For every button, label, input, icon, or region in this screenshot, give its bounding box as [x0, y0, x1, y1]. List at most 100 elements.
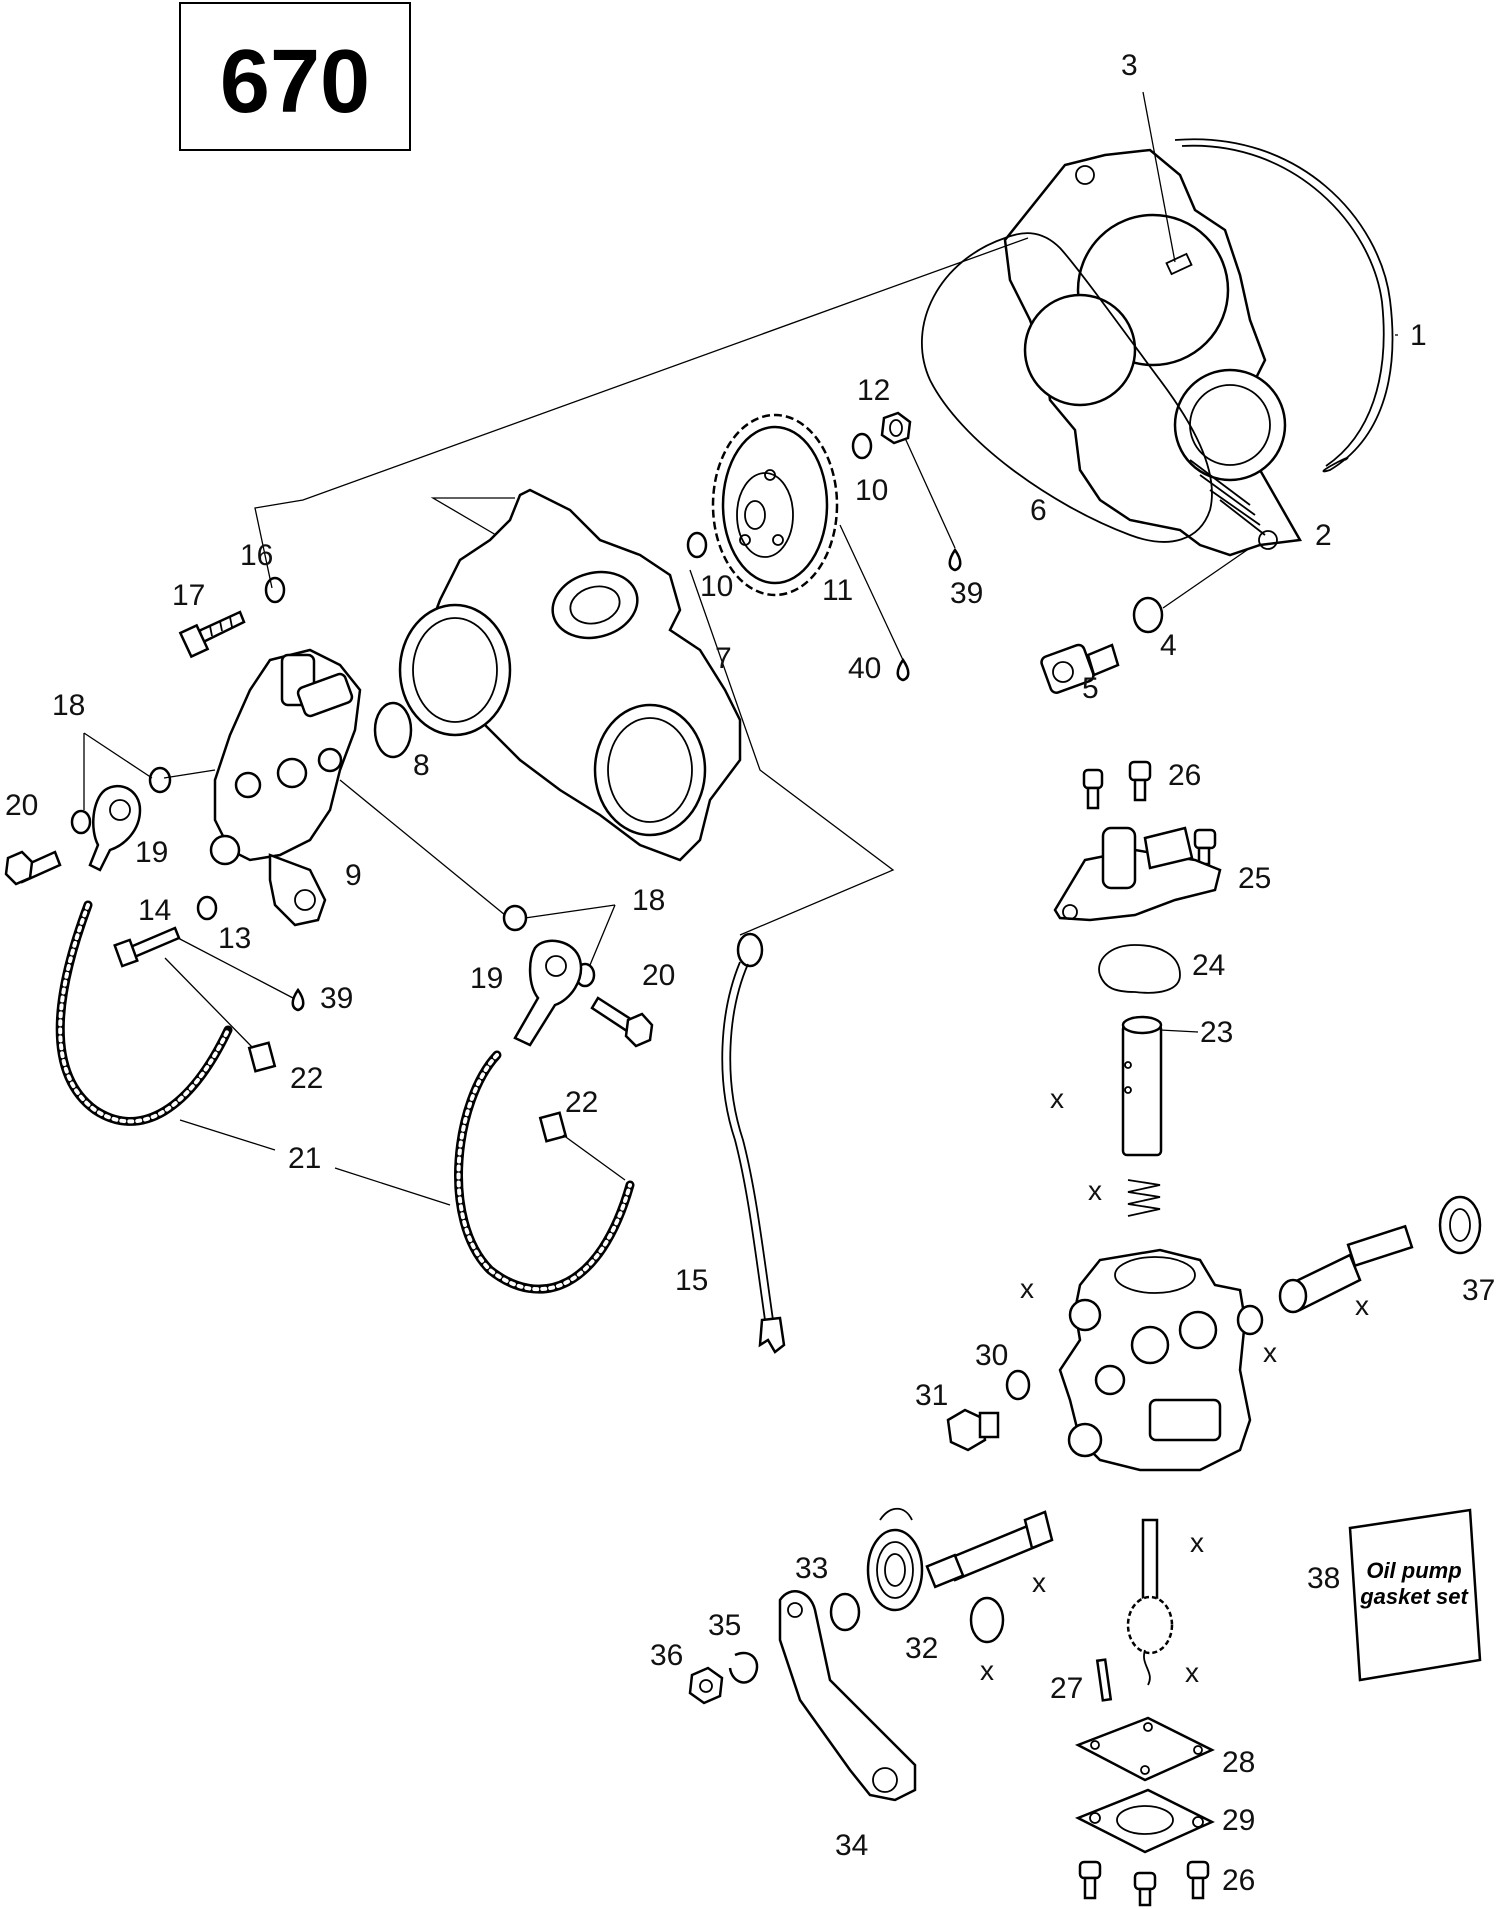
- callout-20b: 20: [642, 959, 675, 992]
- callout-14: 14: [138, 894, 171, 927]
- callout-17: 17: [172, 579, 205, 612]
- callout-24: 24: [1192, 949, 1225, 982]
- part-19-banjo-fitting-b: [513, 939, 583, 1047]
- part-26-screw-d: [1078, 1860, 1102, 1900]
- x-mark: x: [1088, 1175, 1102, 1206]
- leader-lines: [83, 91, 1398, 1206]
- callout-39b: 39: [320, 982, 353, 1015]
- title-box: 670: [179, 2, 411, 151]
- callout-1: 1: [1410, 319, 1427, 352]
- callout-29: 29: [1222, 1804, 1255, 1837]
- callout-36: 36: [650, 1639, 683, 1672]
- part-38-gasket-kit: Oil pump gasket set: [1348, 1508, 1482, 1682]
- part-11-gear: [711, 413, 839, 597]
- callout-23: 23: [1200, 1016, 1233, 1049]
- callout-22b: 22: [565, 1086, 598, 1119]
- shaft-right: [1278, 1224, 1414, 1314]
- x-marks: x x x x x x x x x: [980, 1083, 1369, 1688]
- callout-37: 37: [1462, 1274, 1495, 1307]
- callout-38: 38: [1307, 1562, 1340, 1595]
- kit-label-line1: Oil pump: [1366, 1558, 1461, 1583]
- callout-33: 33: [795, 1552, 828, 1585]
- callout-15: 15: [675, 1264, 708, 1297]
- callout-4: 4: [1160, 629, 1177, 662]
- part-7-pump-housing: [398, 488, 742, 862]
- part-21-hose-a: [55, 900, 233, 1126]
- callout-10a: 10: [855, 474, 888, 507]
- part-10-washer-b: [686, 531, 708, 559]
- x-mark: x: [980, 1655, 994, 1686]
- part-6-gasket: [921, 232, 1213, 543]
- part-1-gasket-ring-inner: [1181, 144, 1385, 467]
- callout-6: 6: [1030, 494, 1047, 527]
- part-26-screw-b: [1128, 760, 1152, 802]
- callout-30: 30: [975, 1339, 1008, 1372]
- callout-19b: 19: [470, 962, 503, 995]
- part-10-washer-a: [851, 432, 873, 460]
- part-5-bolt: [1040, 643, 1120, 694]
- part-32-spring: [866, 1507, 924, 1612]
- callout-21: 21: [288, 1142, 321, 1175]
- callout-27: 27: [1050, 1672, 1083, 1705]
- part-17-bolt: [178, 610, 246, 659]
- part-34-lever: [778, 1590, 917, 1802]
- part-26-screw-c: [1193, 828, 1217, 866]
- callout-10b: 10: [700, 570, 733, 603]
- x-mark: x: [1185, 1657, 1199, 1688]
- part-18-washer-b: [70, 809, 92, 835]
- part-39-drop-a: [948, 547, 962, 572]
- callout-28: 28: [1222, 1746, 1255, 1779]
- part-4-washer: [1132, 596, 1164, 634]
- x-mark: x: [1355, 1290, 1369, 1321]
- part-31-plug: [946, 1408, 1000, 1452]
- callout-7: 7: [715, 642, 732, 675]
- part-40-drop: [896, 657, 910, 682]
- o-ring-right: [1236, 1304, 1264, 1336]
- part-2-cover-housing: [1003, 148, 1303, 557]
- part-28-gasket-plate: [1074, 1716, 1215, 1782]
- part-33-washer: [829, 1592, 861, 1632]
- part-23-plunger: [1121, 1015, 1163, 1157]
- part-20-banjo-bolt-b: [590, 996, 654, 1048]
- callout-22a: 22: [290, 1062, 323, 1095]
- callout-20a: 20: [5, 789, 38, 822]
- part-8-o-ring: [373, 701, 413, 759]
- callout-19a: 19: [135, 836, 168, 869]
- part-21-hose-b: [454, 1050, 635, 1294]
- part-25-cover-plate: [1053, 826, 1222, 922]
- callout-18a: 18: [52, 689, 85, 722]
- part-30-washer: [1005, 1369, 1031, 1401]
- part-26-screw-f: [1186, 1860, 1210, 1900]
- callout-5: 5: [1082, 672, 1099, 705]
- part-22-clamp-b: [538, 1111, 568, 1143]
- callout-9: 9: [345, 859, 362, 892]
- part-13-washer: [196, 895, 218, 921]
- part-24-gasket: [1098, 944, 1181, 994]
- callout-13: 13: [218, 922, 251, 955]
- page-title: 670: [220, 32, 370, 132]
- x-mark: x: [1032, 1567, 1046, 1598]
- x-mark: x: [1050, 1083, 1064, 1114]
- part-39-drop-b: [291, 987, 305, 1012]
- callout-35: 35: [708, 1609, 741, 1642]
- part-20-banjo-bolt-a: [4, 850, 62, 886]
- part-35-clip: [728, 1651, 759, 1684]
- part-37-seal: [1438, 1195, 1482, 1255]
- callout-40: 40: [848, 652, 881, 685]
- part-18-washer-a: [148, 766, 172, 794]
- drive-gear-shaft: [1126, 1518, 1174, 1686]
- callout-11: 11: [822, 574, 853, 607]
- part-1-gasket-ring: [1174, 138, 1394, 473]
- part-15-cable: [721, 932, 786, 1354]
- callout-32: 32: [905, 1632, 938, 1665]
- seal-lower: [969, 1596, 1005, 1644]
- part-9-oil-pump: [209, 648, 362, 927]
- part-27-pin: [1095, 1658, 1113, 1702]
- x-mark: x: [1190, 1527, 1204, 1558]
- part-36-nut: [688, 1666, 724, 1705]
- x-mark: x: [1020, 1273, 1034, 1304]
- callout-26a: 26: [1168, 759, 1201, 792]
- worm-shaft: [925, 1510, 1054, 1589]
- kit-label-line2: gasket set: [1359, 1584, 1469, 1609]
